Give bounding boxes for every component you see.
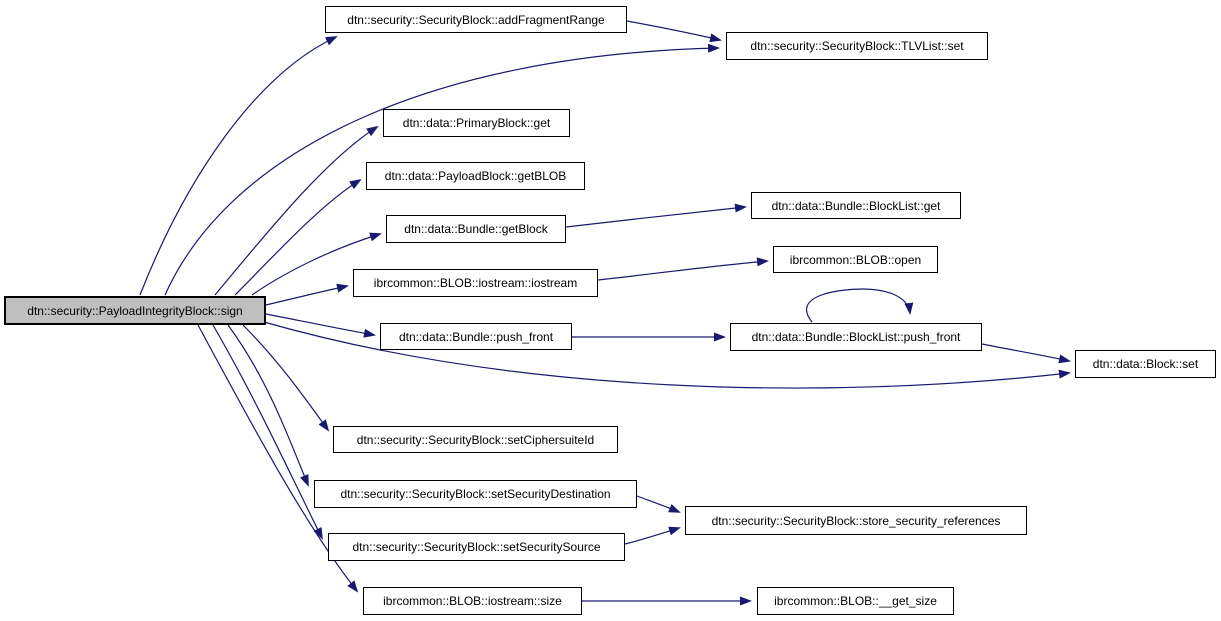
edge-setsecsrc-store-refs bbox=[624, 526, 681, 545]
node-securityblock-tlvlist-set[interactable]: dtn::security::SecurityBlock::TLVList::s… bbox=[726, 32, 988, 60]
node-primaryblock-get[interactable]: dtn::data::PrimaryBlock::get bbox=[383, 109, 570, 137]
node-blob-iostream-iostream[interactable]: ibrcommon::BLOB::iostream::iostream bbox=[353, 269, 598, 297]
edge-bundle-getblock-blocklist-get bbox=[565, 203, 747, 228]
edge-sign-primary-get bbox=[214, 125, 379, 296]
edge-sign-setsecdest bbox=[227, 324, 309, 487]
node-bundle-getblock[interactable]: dtn::data::Bundle::getBlock bbox=[386, 215, 566, 243]
node-securityblock-addfragmentrange[interactable]: dtn::security::SecurityBlock::addFragmen… bbox=[325, 6, 627, 33]
edge-blocklist-pushfront-self-loop bbox=[805, 288, 914, 323]
node-bundle-blocklist-get[interactable]: dtn::data::Bundle::BlockList::get bbox=[751, 192, 961, 219]
edge-sign-block-set bbox=[263, 321, 1071, 389]
node-blob-get-size[interactable]: ibrcommon::BLOB::__get_size bbox=[757, 587, 954, 615]
node-bundle-blocklist-push-front[interactable]: dtn::data::Bundle::BlockList::push_front bbox=[730, 323, 982, 351]
edge-sign-setciphersuiteid bbox=[242, 324, 330, 432]
node-securityblock-setciphersuiteid[interactable]: dtn::security::SecurityBlock::setCiphers… bbox=[333, 426, 618, 453]
node-securityblock-store-security-references[interactable]: dtn::security::SecurityBlock::store_secu… bbox=[685, 506, 1027, 535]
edge-blocklist-pushfront-block-set bbox=[981, 343, 1071, 364]
edge-addFragmentRange-tlv-set bbox=[626, 20, 722, 43]
node-securityblock-setsecuritysource[interactable]: dtn::security::SecurityBlock::setSecurit… bbox=[328, 533, 625, 561]
node-block-set[interactable]: dtn::data::Block::set bbox=[1075, 350, 1216, 378]
edge-sign-iostream-size bbox=[197, 324, 359, 593]
node-bundle-push-front[interactable]: dtn::data::Bundle::push_front bbox=[380, 323, 572, 350]
edge-sign-iostream bbox=[265, 283, 349, 306]
node-blob-open[interactable]: ibrcommon::BLOB::open bbox=[773, 246, 938, 273]
edge-sign-payload-getblob bbox=[234, 178, 362, 296]
node-securityblock-setsecuritydestination[interactable]: dtn::security::SecurityBlock::setSecurit… bbox=[314, 480, 637, 508]
node-blob-iostream-size[interactable]: ibrcommon::BLOB::iostream::size bbox=[363, 587, 582, 615]
node-payloadblock-getblob[interactable]: dtn::data::PayloadBlock::getBLOB bbox=[366, 162, 585, 190]
node-payloadintegrityblock-sign: dtn::security::PayloadIntegrityBlock::si… bbox=[4, 296, 266, 325]
edge-sign-tlv-set bbox=[164, 43, 720, 296]
edge-setsecdest-store-refs bbox=[636, 495, 681, 513]
edge-iostream-blob-open bbox=[597, 257, 769, 281]
edge-sign-bundle-pushfront bbox=[265, 313, 376, 338]
edge-sign-addFragmentRange bbox=[139, 36, 338, 296]
edge-sign-setsecsrc bbox=[212, 324, 323, 540]
edge-sign-bundle-getblock bbox=[251, 232, 382, 296]
